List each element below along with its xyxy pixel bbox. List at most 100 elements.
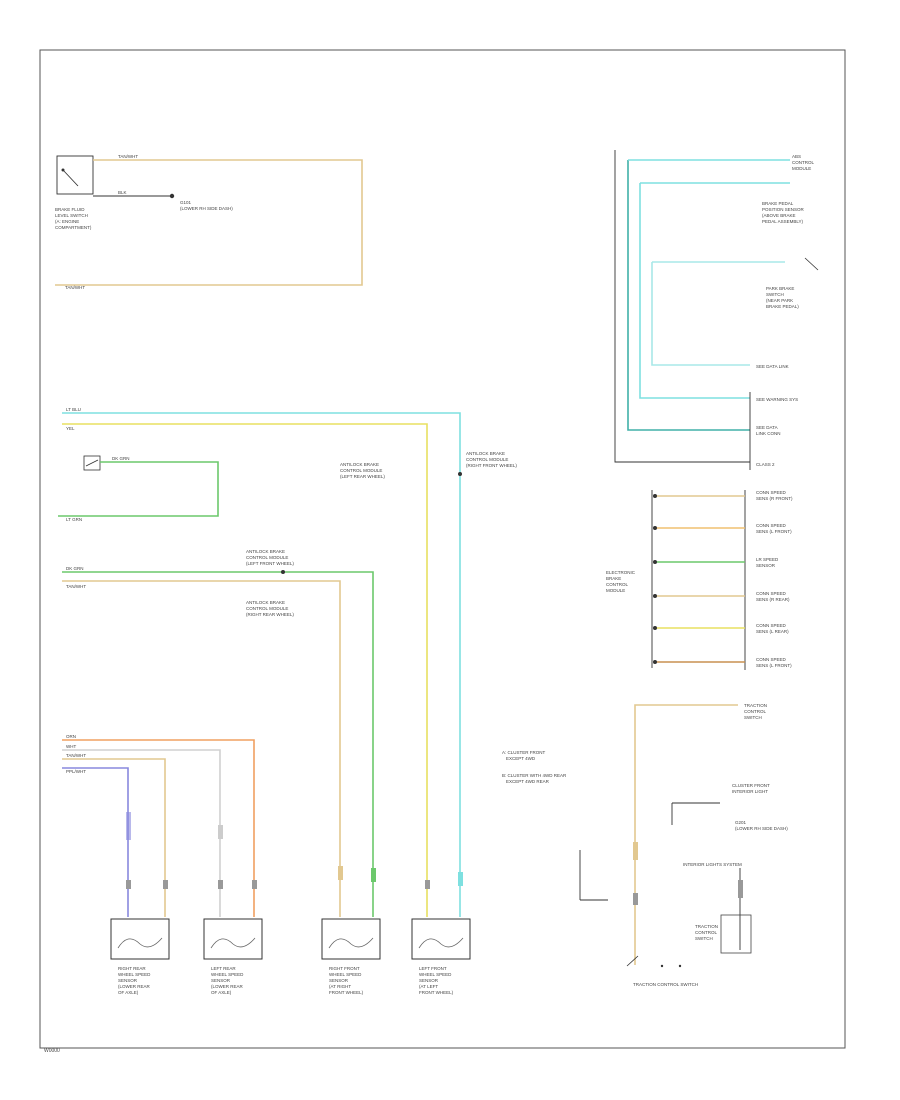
wire-cyan-main [62, 412, 461, 917]
wire-green-pair [62, 571, 374, 917]
right-mid-3b: LINK CONN [756, 431, 781, 436]
sensor-lf-4: (AT LEFT [419, 984, 438, 989]
note-4: EXCEPT 4WD REAR [506, 779, 550, 784]
wire-tag-ppl: PPL/WHT [66, 769, 86, 774]
right-mid-3a: SEE DATA [756, 425, 778, 430]
wire-cyan-r2 [639, 183, 750, 399]
note-3: B: CLUSTER WITH 4WD REAR [502, 773, 567, 778]
splice-right-3: (RIGHT FRONT WHEEL) [466, 463, 517, 468]
wire-cyan-r3 [651, 262, 750, 366]
splice-right-2: CONTROL MODULE [466, 457, 508, 462]
stack-group: CONN SPEED SENS (R FRONT) CONN SPEED SEN… [606, 490, 793, 670]
splice-mid-bot-2: CONTROL MODULE [246, 606, 288, 611]
abs-module-1: ABS [792, 154, 801, 159]
splice-left-1: ANTILOCK BRAKE [340, 462, 379, 467]
wire-tag-dk-grn-2: DK GRN [66, 566, 84, 571]
sensor-rf-3: SENSOR [329, 978, 349, 983]
sensor-rr-1: RIGHT REAR [118, 966, 146, 971]
stack-1a: CONN SPEED [756, 490, 787, 495]
traction-group: TRACTION CONTROL SWITCH CLUSTER FRONT IN… [579, 703, 788, 987]
right-mid-4: CLASS 2 [756, 462, 775, 467]
wire-tag-tan-3: TAN/WHT [66, 584, 86, 589]
sensor-lr: LEFT REAR WHEEL SPEED SENSOR (LOWER REAR… [203, 918, 263, 995]
wire-orange [62, 739, 255, 917]
right-top-1a: BRAKE PEDAL [762, 201, 794, 206]
footer-code: W0000 [44, 1048, 60, 1054]
sensor-rr-3: SENSOR [118, 978, 138, 983]
right-mid-1: SEE DATA LINK [756, 364, 789, 369]
wire-tag-orn: ORN [66, 734, 76, 739]
wire-tag-lt-grn: LT GRN [66, 517, 82, 522]
splice-mid-top-2: CONTROL MODULE [246, 555, 288, 560]
splice-left-3: (LEFT REAR WHEEL) [340, 474, 385, 479]
sensor-rf-4: (AT RIGHT [329, 984, 351, 989]
splice-mid-top-3: (LEFT FRONT WHEEL) [246, 561, 294, 566]
wire-green-loop [58, 461, 219, 517]
brake-fluid-switch-group: TAN/WHT BLK TAN/WHT G101 (LOWER RH SIDE … [55, 154, 363, 290]
stack-1b: SENS (R FRONT) [756, 496, 793, 501]
sensor-rf-2: WHEEL SPEED [329, 972, 362, 977]
traction-switch-3: SWITCH [695, 936, 713, 941]
traction-label-3: SWITCH [744, 715, 762, 720]
mid-wire-group: LT BLU YEL DK GRN LT GRN DK GRN TAN/WHT … [58, 407, 517, 917]
sensor-rf: RIGHT FRONT WHEEL SPEED SENSOR (AT RIGHT… [321, 918, 381, 995]
sensor-lr-5: OF AXLE) [211, 990, 232, 995]
note-2: EXCEPT 4WD [506, 756, 536, 761]
stack-3a: LR SPEED [756, 557, 779, 562]
wire-tag-tan-1: TAN/WHT [118, 154, 138, 159]
abs-module-2: CONTROL [792, 160, 814, 165]
traction-label-1: TRACTION [744, 703, 767, 708]
right-top-1d: PEDAL ASSEMBLY) [762, 219, 804, 224]
wire-tan-pair [62, 580, 341, 917]
bottom-caption: TRACTION CONTROL SWITCH [633, 982, 698, 987]
right-lower-1b: INTERIOR LIGHT [732, 789, 768, 794]
traction-label-2: CONTROL [744, 709, 766, 714]
stack-6a: CONN SPEED [756, 657, 787, 662]
stack-6b: SENS (L FRONT) [756, 663, 792, 668]
splice-mid-bot-1: ANTILOCK BRAKE [246, 600, 285, 605]
splice-mid-top-1: ANTILOCK BRAKE [246, 549, 285, 554]
sensor-rr: RIGHT REAR WHEEL SPEED SENSOR (LOWER REA… [110, 918, 170, 995]
right-top-2c: (NEAR PARK [766, 298, 793, 303]
wire-tag-tan-4: TAN/WHT [66, 753, 86, 758]
traction-switch-2: CONTROL [695, 930, 717, 935]
ground-note-2: (LOWER RH SIDE DASH) [180, 206, 233, 211]
stack-module-1: ELECTRONIC [606, 570, 636, 575]
wire-tag-yel: YEL [66, 426, 75, 431]
wire-tag-tan-2: TAN/WHT [65, 285, 85, 290]
right-lower-1a: CLUSTER FRONT [732, 783, 770, 788]
stack-4a: CONN SPEED [756, 591, 787, 596]
fluid-switch-box [56, 155, 94, 195]
right-lower-3: INTERIOR LIGHTS SYSTEM [683, 862, 742, 867]
sensor-lf: LEFT FRONT WHEEL SPEED SENSOR (AT LEFT F… [411, 918, 471, 995]
right-top-2b: SWITCH [766, 292, 784, 297]
wire-tag-wht: WHT [66, 744, 76, 749]
right-top-2d: BRAKE PEDAL) [766, 304, 799, 309]
diagram-frame [39, 49, 846, 1049]
sensor-rr-2: WHEEL SPEED [118, 972, 151, 977]
sensor-lf-5: FRONT WHEEL) [419, 990, 454, 995]
note-1: A: CLUSTER FRONT [502, 750, 546, 755]
splice-mid-bot-3: (RIGHT REAR WHEEL) [246, 612, 294, 617]
right-top-1b: POSITION SENSOR [762, 207, 805, 212]
splice-left-2: CONTROL MODULE [340, 468, 382, 473]
sensor-wire-group: ORN WHT TAN/WHT PPL/WHT RIGHT REAR WHEEL… [62, 734, 471, 995]
stack-3b: SENSOR [756, 563, 776, 568]
sensor-lr-2: WHEEL SPEED [211, 972, 244, 977]
stack-5b: SENS (L REAR) [756, 629, 789, 634]
wire-lightgray [62, 749, 221, 917]
sensor-lr-1: LEFT REAR [211, 966, 236, 971]
stack-module-2: BRAKE [606, 576, 621, 581]
fluid-label-3: (A: ENGINE [55, 219, 79, 224]
sensor-rr-4: (LOWER REAR [118, 984, 151, 989]
fluid-label-2: LEVEL SWITCH [55, 213, 88, 218]
right-lower-2a: G201 [735, 820, 747, 825]
wire-blue [62, 767, 129, 917]
fluid-label-4: COMPARTMENT) [55, 225, 92, 230]
right-lower-2b: (LOWER RH SIDE DASH) [735, 826, 788, 831]
stack-2b: SENS (L FRONT) [756, 529, 792, 534]
abs-module-3: MODULE [792, 166, 811, 171]
right-top-group: BRAKE PEDAL POSITION SENSOR (ABOVE BRAKE… [614, 150, 819, 470]
traction-switch-1: TRACTION [695, 924, 718, 929]
sensor-rf-5: FRONT WHEEL) [329, 990, 364, 995]
